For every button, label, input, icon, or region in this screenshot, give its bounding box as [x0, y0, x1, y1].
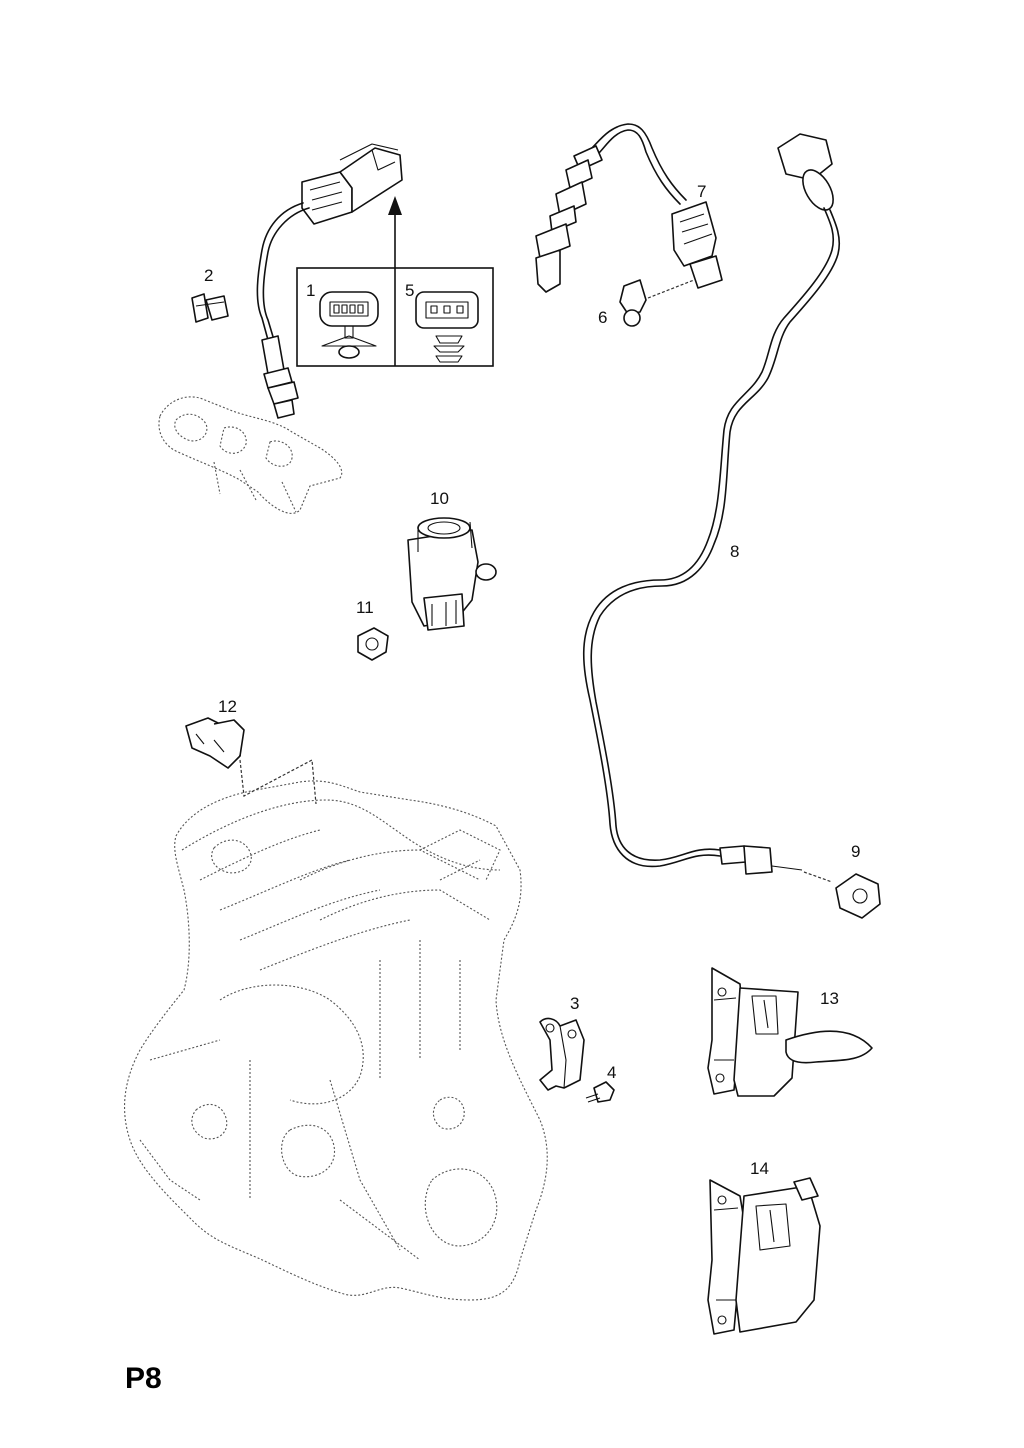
sensor-boss-nut	[835, 873, 881, 919]
callout-12: 12	[218, 697, 237, 716]
callout-9: 9	[851, 842, 860, 861]
callout-11: 11	[356, 598, 374, 617]
accelerator-pedal-module	[707, 967, 873, 1097]
sensor-bracket	[185, 717, 317, 805]
detail-arrow	[388, 196, 402, 269]
accelerator-pedal-position-sensor	[707, 1177, 821, 1335]
oxygen-sensor-downstream	[535, 123, 723, 293]
cable-clip	[191, 293, 229, 323]
callout-1: 1	[306, 281, 315, 300]
callout-2: 2	[204, 266, 213, 285]
engine-block-ghost	[124, 780, 548, 1301]
oxygen-sensor-upstream	[256, 143, 403, 419]
mounting-bolt	[585, 1081, 615, 1103]
callout-8: 8	[730, 542, 739, 561]
callout-4: 4	[607, 1063, 616, 1082]
connector-detail-box: 1 5	[296, 267, 494, 367]
callout-5: 5	[405, 281, 414, 300]
callout-13: 13	[820, 989, 839, 1008]
exhaust-temperature-sensor-harness	[582, 133, 841, 883]
mounting-bracket	[539, 1017, 585, 1091]
hex-nut	[357, 627, 389, 661]
callout-6: 6	[598, 308, 607, 327]
page-label: P8	[125, 1362, 162, 1395]
callout-14: 14	[750, 1159, 769, 1178]
callout-10: 10	[430, 489, 449, 508]
sensor-clip	[619, 279, 695, 327]
callout-3: 3	[570, 994, 579, 1013]
exhaust-manifold-ghost	[158, 396, 343, 514]
callout-7: 7	[697, 182, 706, 201]
pressure-sensor	[407, 517, 497, 631]
